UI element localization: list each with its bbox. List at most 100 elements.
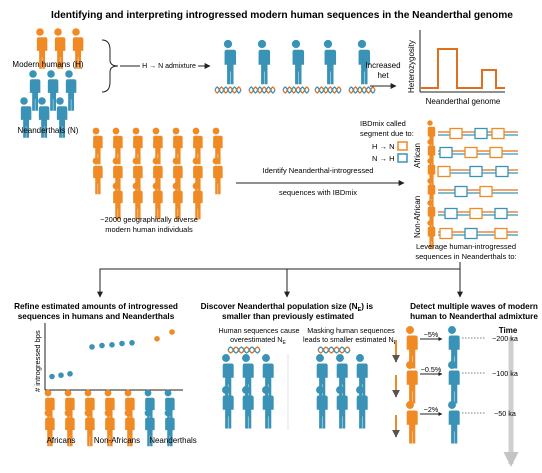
panel-2-neanderthal-grid [220,354,368,430]
modern-human-sample-grid [91,127,223,220]
modern-human-icon [404,401,418,444]
n-to-h-segment [469,165,483,178]
neanderthal-icon [322,39,337,85]
neanderthal-icon [256,39,271,85]
ibd-segment-rows [426,120,518,250]
modern-human-icon [191,182,203,220]
wave-age: ~200 ka [492,334,518,343]
modern-human-icon [171,182,183,220]
h-to-n-segment [491,127,505,140]
neanderthal-icon [222,39,237,85]
modern-human-icon [151,182,163,220]
panel-2-right-caption: Masking human sequences leads to smaller… [303,326,398,346]
modern-human-icon [111,182,123,220]
africans-point [58,372,64,379]
n-to-h-segment [474,127,488,140]
panel-2-title: Discover Neanderthal population size (NE… [201,302,376,321]
modern-human-icon [426,139,436,169]
page-title: Identifying and interpreting introgresse… [51,10,513,21]
panel-2-left-caption: Human sequences cause overestimated NE [218,326,301,346]
n-to-h-segment [494,207,508,220]
neanderthals-point [169,329,175,335]
n-to-h-segment [439,146,453,159]
nonafricans-point [99,342,105,349]
dna-icon [214,86,242,94]
admixture-wave: ~2% ~50 ka [392,401,516,444]
admixture-wave: ~5% ~200 ka [392,326,518,369]
wave-age: ~50 ka [494,409,516,418]
nonafricans-point [119,340,125,347]
neanderthal-icon [314,386,328,429]
neanderthal-icon [240,386,254,429]
modern-human-icon [426,120,436,150]
wave-percentage: ~0.5% [421,365,442,374]
nonafricans-point [89,344,95,350]
africans-point [67,371,73,377]
panel-1-points [49,329,175,380]
x-label-neanderthals: Neanderthals [149,436,197,445]
neanderthal-icon [354,386,368,429]
n-to-h-segment [444,207,458,220]
neanderthal-icon [27,70,41,111]
nonafricans-point [109,342,115,348]
time-label: Time [499,326,518,335]
dna-icon [282,86,310,94]
dna-icon [248,86,276,94]
heterozygosity-trace [421,48,505,89]
n-to-h-segment [454,185,468,198]
legend-n-to-h-swatch [397,153,408,163]
dna-icon [227,346,261,354]
h-to-n-segment [464,146,478,159]
admixture-waves: ~5% ~200 ka ~0.5% ~100 ka ~2% ~50 ka [392,326,518,444]
modern-human-icon [91,157,103,195]
neanderthal-row [222,39,371,85]
neanderthal-icon [334,386,348,429]
panel-1-title: Refine estimated amounts of introgressed… [14,302,178,321]
legend-h-to-n: H → N [372,142,395,151]
brace [101,39,119,93]
neanderthals-label: Neanderthals (N) [18,126,79,135]
modern-human-icon [211,157,223,195]
neanderthal-icon [446,401,460,444]
dna-row [214,86,376,94]
neanderthal-icon [260,386,274,429]
h-to-n-segment [489,146,503,159]
x-label-africans: Africans [47,436,76,445]
neanderthal-icon [63,70,77,111]
neanderthal-icon [446,361,460,404]
wave-percentage: ~2% [424,405,439,414]
group-nonafrican-label: Non-African [413,196,422,238]
modern-human-icon [404,361,418,404]
heterozygosity-plot: Heterozygosity Neanderthal genome [407,30,505,106]
h-to-n-segment [437,165,451,178]
modern-human-icon [131,182,143,220]
legend-n-to-h: N → H [372,154,395,163]
dna-icon [317,346,351,354]
neanderthals-point [154,336,160,342]
h-to-n-segment [449,127,463,140]
wave-percentage: ~5% [424,330,439,339]
neanderthal-icon [220,386,234,429]
panel-connectors [97,262,463,298]
dna-icon [314,86,342,94]
x-label-nonafricans: Non-Africans [94,436,140,445]
admixture-label: H → N admixture [142,63,196,70]
neanderthal-icon [290,39,305,85]
dna-icon [348,86,376,94]
nonafricans-point [129,340,135,346]
neanderthal-icon [45,70,59,111]
group-african-label: African [413,143,422,168]
panel-2-dna [227,346,351,354]
modern-humans-label: Modern humans (H) [12,60,83,69]
wave-age: ~100 ka [492,369,518,378]
h-to-n-segment [469,207,483,220]
n-to-h-segment [464,227,478,240]
h-to-n-segment [439,227,453,240]
plot-xlabel: Neanderthal genome [426,97,501,106]
